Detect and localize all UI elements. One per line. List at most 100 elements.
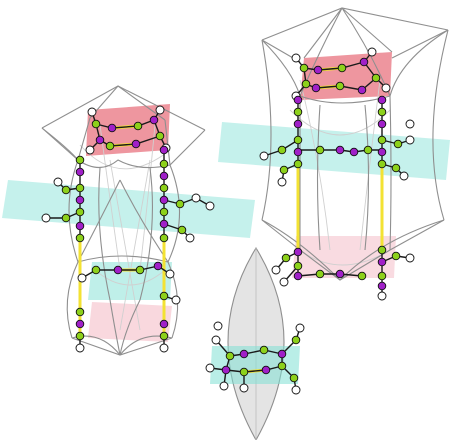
atom bbox=[75, 319, 85, 329]
atom bbox=[313, 65, 323, 75]
atom bbox=[405, 119, 415, 129]
atom bbox=[381, 83, 391, 93]
atom bbox=[391, 163, 401, 173]
atom bbox=[377, 271, 387, 281]
atom bbox=[335, 269, 345, 279]
atom bbox=[159, 219, 169, 229]
atom bbox=[367, 47, 377, 57]
atom bbox=[377, 291, 387, 301]
atom bbox=[221, 365, 231, 375]
atom bbox=[225, 351, 235, 361]
lens-atoms bbox=[205, 323, 305, 395]
atom bbox=[377, 135, 387, 145]
atom bbox=[289, 373, 299, 383]
atom bbox=[377, 281, 387, 291]
atom bbox=[279, 165, 289, 175]
atom bbox=[377, 107, 387, 117]
atom bbox=[377, 159, 387, 169]
atom bbox=[41, 213, 51, 223]
atom bbox=[271, 265, 281, 275]
atom bbox=[155, 131, 165, 141]
atom bbox=[91, 265, 101, 275]
atom bbox=[377, 147, 387, 157]
atom bbox=[77, 273, 87, 283]
atom bbox=[281, 253, 291, 263]
right-cage bbox=[218, 7, 450, 301]
atom bbox=[61, 213, 71, 223]
atom bbox=[311, 83, 321, 93]
left-cage bbox=[2, 85, 255, 356]
atom bbox=[75, 221, 85, 231]
atom bbox=[377, 245, 387, 255]
atom bbox=[159, 195, 169, 205]
atom bbox=[405, 253, 415, 263]
atom bbox=[301, 79, 311, 89]
atom bbox=[315, 269, 325, 279]
atom bbox=[277, 361, 287, 371]
atom bbox=[159, 171, 169, 181]
atom bbox=[337, 63, 347, 73]
lens-fragment bbox=[205, 246, 305, 440]
atom bbox=[291, 335, 301, 345]
atom bbox=[295, 323, 305, 333]
atom bbox=[135, 265, 145, 275]
atom bbox=[133, 121, 143, 131]
atom bbox=[75, 343, 85, 353]
left-cyan-lower-plane bbox=[88, 262, 172, 300]
atom bbox=[191, 193, 201, 203]
atom bbox=[293, 261, 303, 271]
atom bbox=[131, 139, 141, 149]
atom bbox=[87, 107, 97, 117]
atom bbox=[205, 363, 215, 373]
atom bbox=[293, 119, 303, 129]
atom bbox=[205, 201, 215, 211]
atom bbox=[155, 105, 165, 115]
atom bbox=[159, 291, 169, 301]
atom bbox=[159, 145, 169, 155]
atom bbox=[377, 95, 387, 105]
atom bbox=[159, 233, 169, 243]
atom bbox=[185, 233, 195, 243]
atom bbox=[153, 261, 163, 271]
atom bbox=[159, 207, 169, 217]
atom bbox=[75, 195, 85, 205]
atom bbox=[75, 233, 85, 243]
atom bbox=[213, 321, 223, 331]
left-atoms bbox=[41, 105, 223, 353]
right-cyan-plane bbox=[218, 122, 450, 180]
atom bbox=[149, 115, 159, 125]
atom bbox=[259, 151, 269, 161]
atom bbox=[75, 167, 85, 177]
atom bbox=[357, 271, 367, 281]
atom bbox=[95, 135, 105, 145]
atom bbox=[53, 177, 63, 187]
atom bbox=[75, 183, 85, 193]
atom bbox=[399, 171, 409, 181]
atom bbox=[335, 145, 345, 155]
atom bbox=[211, 335, 221, 345]
atom bbox=[107, 123, 117, 133]
atom bbox=[363, 145, 373, 155]
atom bbox=[405, 135, 415, 145]
atom bbox=[349, 147, 359, 157]
atom bbox=[175, 199, 185, 209]
atom bbox=[371, 73, 381, 83]
atom bbox=[159, 331, 169, 341]
right-atoms bbox=[259, 47, 415, 301]
right-cage-edges bbox=[261, 7, 449, 281]
atom bbox=[219, 381, 229, 391]
atom bbox=[75, 331, 85, 341]
atom bbox=[113, 265, 123, 275]
atom bbox=[291, 385, 301, 395]
atom bbox=[377, 119, 387, 129]
atom bbox=[299, 63, 309, 73]
atom bbox=[165, 269, 175, 279]
right-pink-plane bbox=[292, 236, 396, 278]
atom bbox=[259, 345, 269, 355]
atom bbox=[293, 271, 303, 281]
atom bbox=[239, 367, 249, 377]
atom bbox=[293, 247, 303, 257]
atom bbox=[75, 207, 85, 217]
